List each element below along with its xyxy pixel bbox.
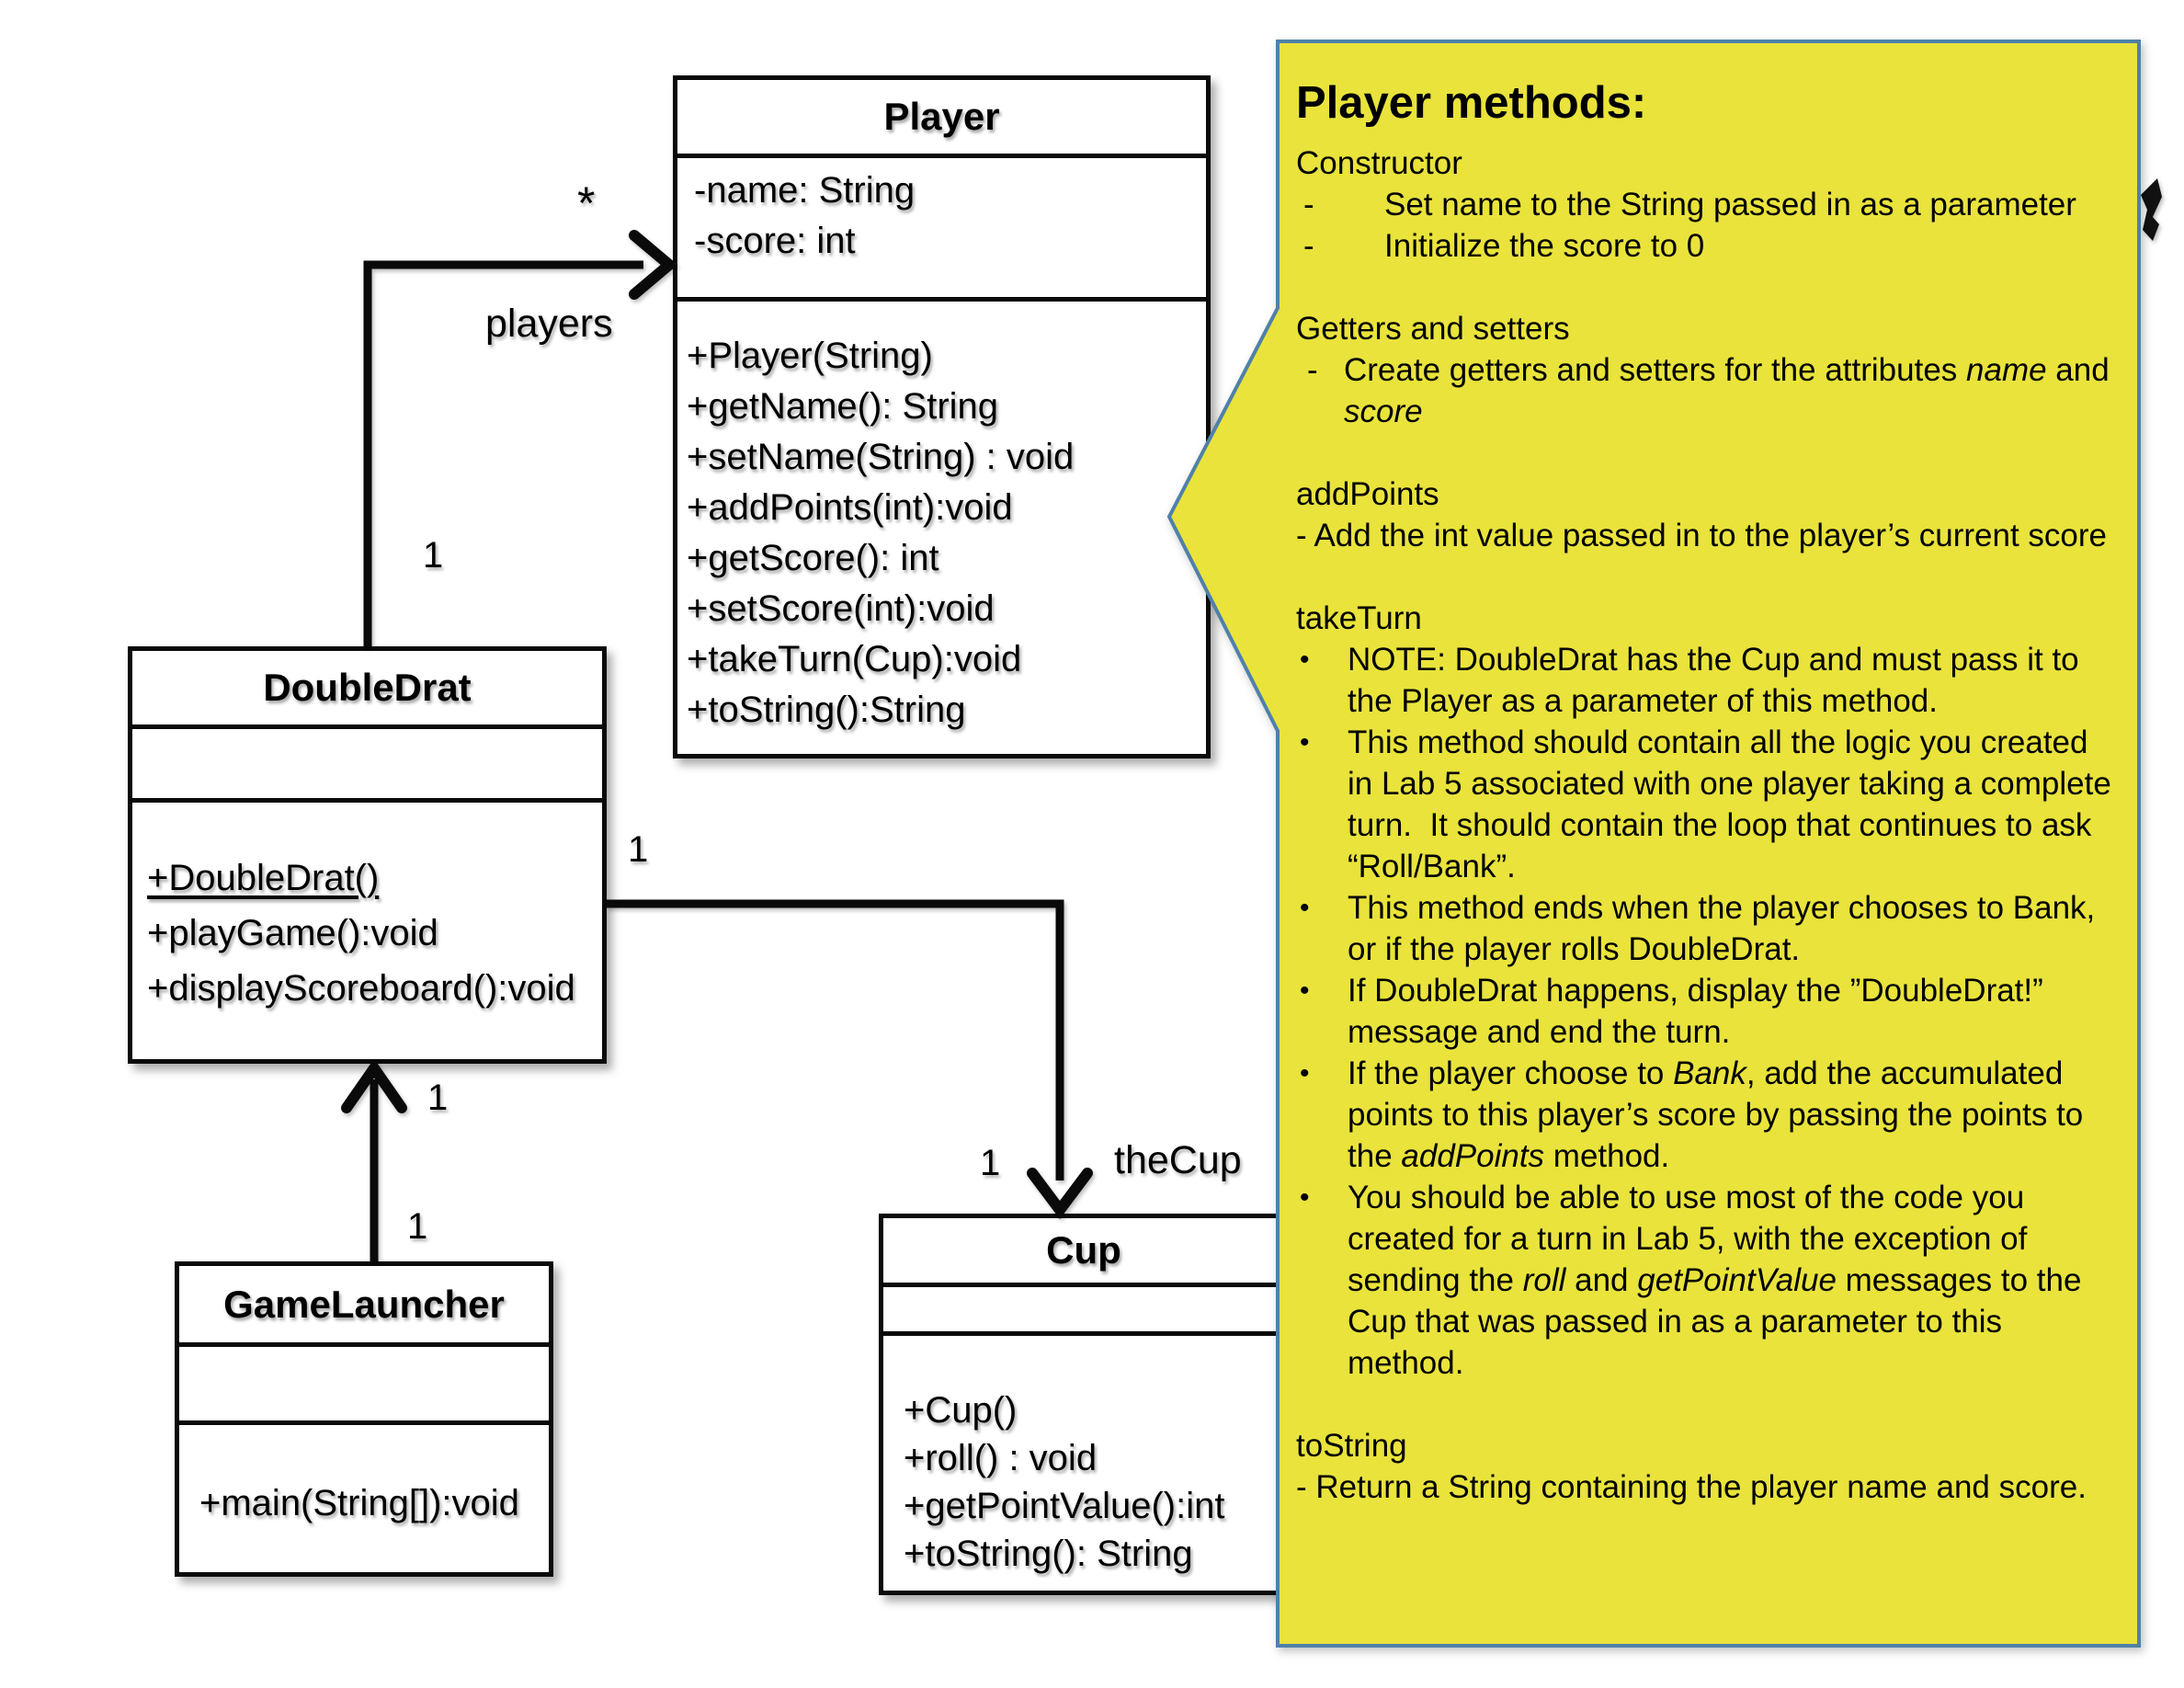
list-item: +DoubleDrat(): [147, 858, 380, 898]
players-multiplicity-many: *: [577, 177, 596, 229]
list-item: +Cup(): [904, 1390, 1018, 1431]
list-item: +roll() : void: [904, 1438, 1098, 1478]
class-title-cup: Cup: [883, 1218, 1284, 1287]
class-attributes-cup: [883, 1287, 1284, 1336]
list-item: +main(String[]):void: [199, 1483, 519, 1523]
list-item: -name: String: [694, 170, 916, 211]
callout-item: - Set name to the String passed in as a p…: [1296, 184, 2111, 225]
list-item: +displayScoreboard():void: [147, 968, 575, 1009]
callout-section-heading: Constructor: [1296, 145, 1462, 181]
launcher-multiplicity-bottom: 1: [407, 1206, 428, 1247]
class-methods-doubledrat: +DoubleDrat() +playGame():void +displaySco…: [132, 803, 602, 1016]
list-item: +getName(): String: [687, 386, 999, 427]
launcher-multiplicity-top: 1: [427, 1078, 449, 1118]
list-item: +toString(): String: [904, 1534, 1193, 1574]
callout-item: • You should be able to use most of the c…: [1296, 1177, 2111, 1384]
callout-section-heading: takeTurn: [1296, 600, 1422, 636]
class-box-doubledrat: DoubleDrat +DoubleDrat() +playGame():void…: [128, 646, 607, 1064]
thecup-role-label: theCup: [1114, 1138, 1242, 1182]
list-item: -score: int: [694, 221, 856, 261]
thecup-multiplicity-source: 1: [628, 829, 649, 870]
callout-item-text: You should be able to use most of the co…: [1348, 1180, 2091, 1381]
bullet-icon: •: [1300, 975, 1310, 1006]
callout-item-text: If the player choose to Bank, add the ac…: [1348, 1055, 2093, 1174]
class-title-doubledrat: DoubleDrat: [132, 651, 602, 729]
callout-item-text: Initialize the score to 0: [1384, 228, 1705, 264]
bullet-icon: •: [1300, 644, 1310, 675]
callout-item: • NOTE: DoubleDrat has the Cup and must p…: [1296, 639, 2111, 722]
bullet-icon: •: [1300, 1182, 1310, 1213]
class-box-gamelauncher: GameLauncher +main(String[]):void: [175, 1261, 553, 1577]
callout-content: Player methods: Constructor - Set name to …: [1278, 41, 2139, 1646]
class-title-player: Player: [677, 80, 1206, 158]
callout-item: -Create getters and setters for the attr…: [1296, 349, 2111, 432]
class-methods-cup: +Cup() +roll() : void +getPointValue():int…: [883, 1336, 1284, 1578]
dash-icon: -: [1303, 228, 1314, 264]
class-methods-player: +Player(String) +getName(): String +setNam…: [677, 302, 1206, 736]
list-item: +addPoints(int):void: [687, 487, 1013, 528]
class-box-player: Player -name: String -score: int +Player(…: [673, 75, 1211, 758]
list-item: +setName(String) : void: [687, 437, 1075, 477]
callout-item: • If the player choose to Bank, add the a…: [1296, 1053, 2111, 1177]
callout-item-text: NOTE: DoubleDrat has the Cup and must pa…: [1348, 642, 2088, 719]
callout-item: - Initialize the score to 0: [1296, 225, 2111, 267]
callout-bubble-shape: [1166, 40, 2141, 1648]
list-item: +toString():String: [687, 690, 966, 730]
class-attributes-player: -name: String -score: int: [677, 158, 1206, 302]
callout-item: • This method ends when the player choose…: [1296, 887, 2111, 970]
callout-item: • If DoubleDrat happens, display the ”Dou…: [1296, 970, 2111, 1053]
callout-section-heading: toString: [1296, 1428, 1407, 1464]
bullet-icon: •: [1300, 1058, 1310, 1089]
bullet-icon: •: [1300, 893, 1310, 923]
callout-item-text: If DoubleDrat happens, display the ”Doub…: [1348, 973, 2053, 1050]
callout-item-text: This method ends when the player chooses…: [1348, 890, 2104, 967]
callout-item: - Return a String containing the player …: [1296, 1469, 2087, 1505]
class-box-cup: Cup +Cup() +roll() : void +getPointValue()…: [879, 1214, 1289, 1595]
list-item: +Player(String): [687, 336, 933, 376]
callout-section: takeTurn • NOTE: DoubleDrat has the Cup an…: [1296, 598, 2111, 1384]
list-item: +takeTurn(Cup):void: [687, 639, 1022, 679]
class-title-gamelauncher: GameLauncher: [179, 1266, 549, 1347]
dash-icon: -: [1303, 187, 1314, 222]
list-item: +setScore(int):void: [687, 588, 995, 629]
callout-section: Constructor - Set name to the String passe…: [1296, 143, 2111, 267]
class-methods-gamelauncher: +main(String[]):void: [179, 1425, 549, 1529]
class-attributes-gamelauncher: [179, 1347, 549, 1425]
bullet-icon: •: [1300, 727, 1310, 758]
callout-section-heading: addPoints: [1296, 476, 1439, 512]
callout-section-heading: Getters and setters: [1296, 311, 1570, 347]
callout-sections: Constructor - Set name to the String passe…: [1296, 143, 2111, 1508]
callout-item: - Add the int value passed in to the pla…: [1296, 518, 2107, 553]
callout-item-text: This method should contain all the logic…: [1348, 724, 2121, 884]
callout-section: Getters and setters-Create getters and s…: [1296, 308, 2111, 432]
class-attributes-doubledrat: [132, 729, 602, 803]
callout-item-text: Set name to the String passed in as a pa…: [1384, 187, 2076, 222]
list-item: +getScore(): int: [687, 538, 939, 578]
callout-item: •This method should contain all the logi…: [1296, 722, 2111, 887]
list-item: +playGame():void: [147, 913, 438, 953]
dash-icon: -: [1307, 352, 1318, 388]
callout-section: addPoints - Add the int value passed in t…: [1296, 473, 2111, 556]
callout-item-text: Create getters and setters for the attri…: [1344, 352, 2119, 429]
list-item: +getPointValue():int: [904, 1486, 1225, 1526]
callout-section: toString - Return a String containing the…: [1296, 1425, 2111, 1508]
callout-title: Player methods:: [1296, 78, 1647, 128]
